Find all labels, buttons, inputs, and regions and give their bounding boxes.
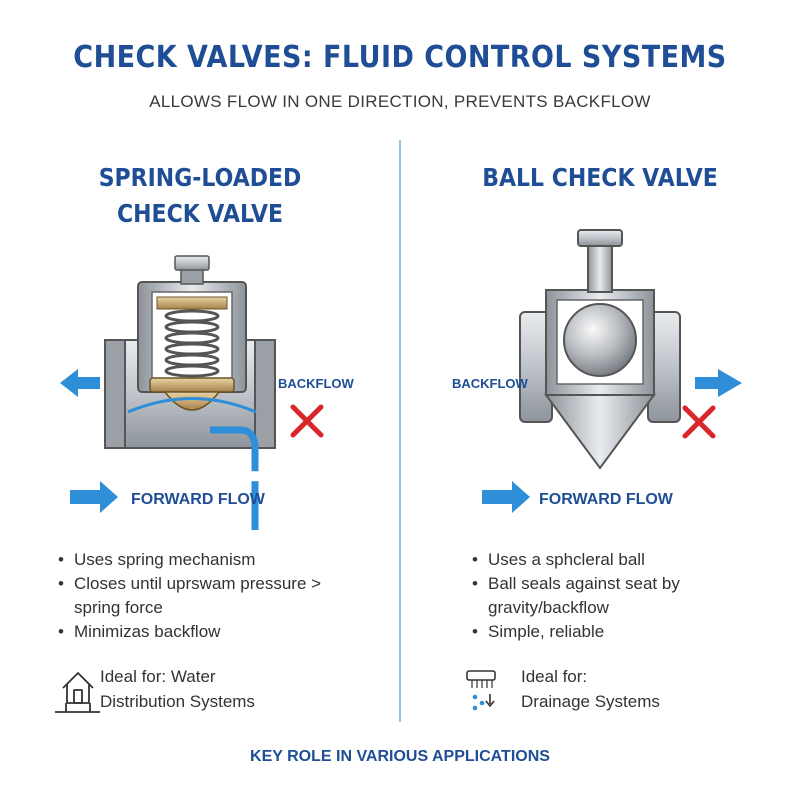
- feature-item-continuation: spring force: [74, 598, 163, 617]
- house-plumbing-icon: [55, 672, 100, 713]
- cone-seat: [544, 394, 656, 470]
- application-line2: Distribution Systems: [100, 692, 255, 711]
- forward-flow-arrow-right-icon: [482, 481, 530, 513]
- feature-item: Minimizas backflow: [56, 620, 376, 644]
- outflow-arrow-icon: [60, 369, 100, 397]
- ball-backflow-label: BACKFLOW: [452, 376, 529, 391]
- valve-stem: [587, 243, 613, 293]
- spring-valve-diagram: BACKFLOW FORWARD FLOW: [60, 255, 355, 530]
- feature-item: Uses spring mechanism: [56, 548, 376, 572]
- left-pipe-flange: [104, 339, 126, 449]
- stem-cap: [577, 229, 623, 247]
- spring-top-plate: [156, 296, 228, 310]
- outflow-arrow-right-icon: [695, 369, 742, 397]
- feature-item: Closes until uprswam pressure >: [56, 572, 376, 596]
- feature-item: Ball seals against seat by: [470, 572, 770, 596]
- spring-valve-title-line2: CHECK VALVE: [116, 199, 284, 228]
- application-line1: Ideal for: Water: [100, 667, 216, 686]
- feature-item-continuation: gravity/backflow: [488, 598, 609, 617]
- spring-valve-title-line1: SPRING-LOADED: [98, 163, 302, 192]
- coil-spring: [164, 309, 220, 378]
- flow-path-arc: [127, 397, 257, 414]
- page-title: CHECK VALVES: FLUID CONTROL SYSTEMS: [73, 40, 727, 75]
- sealing-ball: [563, 303, 637, 377]
- ball-forward-label: FORWARD FLOW: [539, 491, 674, 508]
- application-line1: Ideal for:: [521, 667, 588, 686]
- right-pipe-flange: [254, 339, 276, 449]
- backflow-stream: [210, 426, 259, 530]
- ball-valve-diagram: BACKFLOW FORWARD FLOW: [452, 229, 742, 513]
- feature-item: Simple, reliable: [470, 620, 770, 644]
- center-divider: [399, 140, 401, 722]
- spring-valve-application: Ideal for: Water Distribution Systems: [100, 664, 360, 714]
- ball-valve-features: Uses a sphcleral ball Ball seals against…: [470, 548, 770, 644]
- feature-item: Uses a sphcleral ball: [470, 548, 770, 572]
- footer-caption: KEY ROLE IN VARIOUS APPLICATIONS: [250, 748, 550, 765]
- top-nut: [174, 255, 210, 271]
- forward-flow-arrow-icon: [70, 481, 118, 513]
- disc-holder: [149, 377, 235, 393]
- backflow-blocked-icon: [290, 404, 324, 438]
- application-line2: Drainage Systems: [521, 692, 660, 711]
- spring-valve-features: Uses spring mechanism Closes until uprsw…: [56, 548, 376, 644]
- drain-icon: [466, 670, 496, 711]
- ball-valve-application: Ideal for: Drainage Systems: [521, 664, 761, 714]
- spring-backflow-label: BACKFLOW: [278, 376, 355, 391]
- ball-valve-title: BALL CHECK VALVE: [482, 163, 718, 192]
- backflow-blocked-icon-right: [682, 405, 716, 439]
- spring-forward-label: FORWARD FLOW: [131, 491, 266, 508]
- page-subtitle: ALLOWS FLOW IN ONE DIRECTION, PREVENTS B…: [149, 92, 651, 111]
- spring-valve-title: SPRING-LOADED CHECK VALVE: [59, 160, 341, 232]
